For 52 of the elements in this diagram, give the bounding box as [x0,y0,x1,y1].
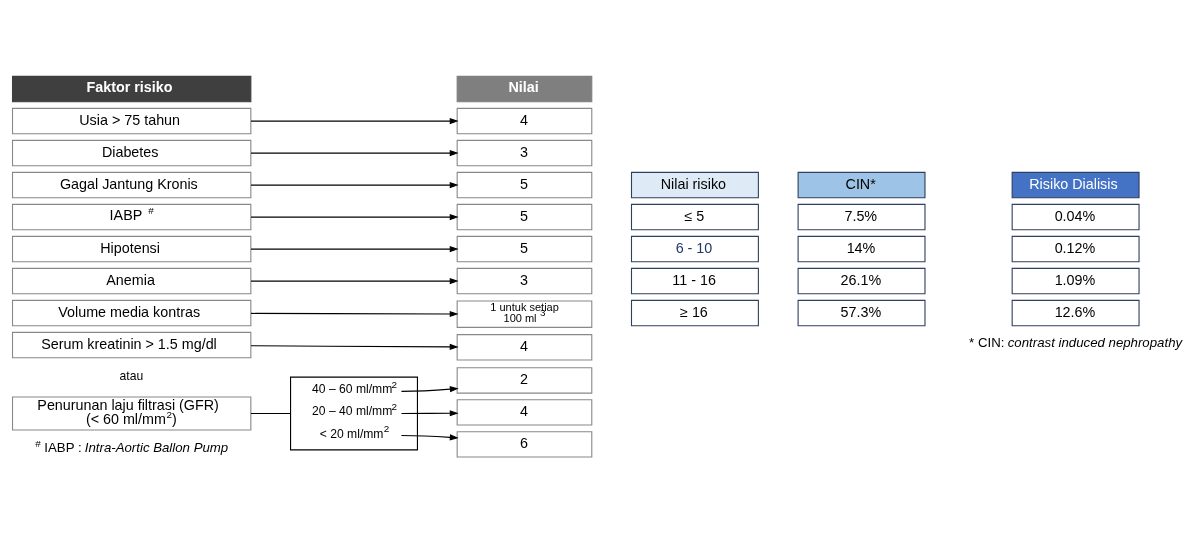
connector [250,412,292,415]
node-box: Penurunan laju filtrasi (GFR) (< 60 ml/mm$^{2}$) [11,396,252,431]
node-box: 4 [456,334,593,361]
node-box: Nilai [456,75,593,103]
node-box: 0.12% [1011,235,1140,263]
arrow [400,410,459,417]
node-box: 5 [456,171,593,199]
node-box: 5 [456,203,593,231]
node-box: Nilai risiko [630,171,759,199]
node-box: 3 [456,139,593,167]
node-box: 6 [456,431,593,458]
arrow [250,214,459,221]
node-box: 12.6% [1011,299,1140,327]
node-box: Faktor risiko [11,75,252,103]
node-box: 5 [456,235,593,263]
node-box: Hipotensi [11,235,252,263]
node-box: Risiko Dialisis [1011,171,1140,199]
arrow [250,150,459,157]
label: atau [119,369,144,384]
arrow [250,310,459,318]
node-box: ≥ 16 [630,299,759,327]
node-box: 26.1% [797,267,926,295]
node-box: 3 [456,267,593,295]
node-box: Usia > 75 tahun [11,107,252,135]
node-box: 6 - 10 [630,235,759,263]
node-box: 4 [456,399,593,426]
node-box: Anemia [11,267,252,295]
arrow [250,278,459,285]
arrow [250,182,459,189]
node-box: ≤ 5 [630,203,759,231]
arrow [250,343,459,350]
node-box: Serum kreatinin > 1.5 mg/dl [11,331,252,359]
arrow [400,386,459,393]
arrow [250,118,459,125]
node-box: Gagal Jantung Kronis [11,171,252,199]
node-box: 11 - 16 [630,267,759,295]
arrow [250,246,459,253]
node-box: Volume media kontras [11,299,252,327]
node-box: 1.09% [1011,267,1140,295]
node-box: 40 – 60 ml/mm$^{2}$ 20 – 40 ml/mm$^{2}$ < 20 ml/mm$^{2}$ [290,376,418,451]
node-box: 14% [797,235,926,263]
node-box: 4 [456,107,593,135]
arrow [400,434,459,441]
label: $^{#}$ IABP : Intra-Aortic Ballon Pump [35,437,229,456]
node-box: 0.04% [1011,203,1140,231]
node-box: Diabetes [11,139,252,167]
node-box: IABP $^{#}$ [11,203,252,231]
node-box: 7.5% [797,203,926,231]
node-box: 2 [456,367,593,394]
node-box: 57.3% [797,299,926,327]
node-box: CIN* [797,171,926,199]
label: * CIN: contrast induced nephropathy [969,335,1183,351]
